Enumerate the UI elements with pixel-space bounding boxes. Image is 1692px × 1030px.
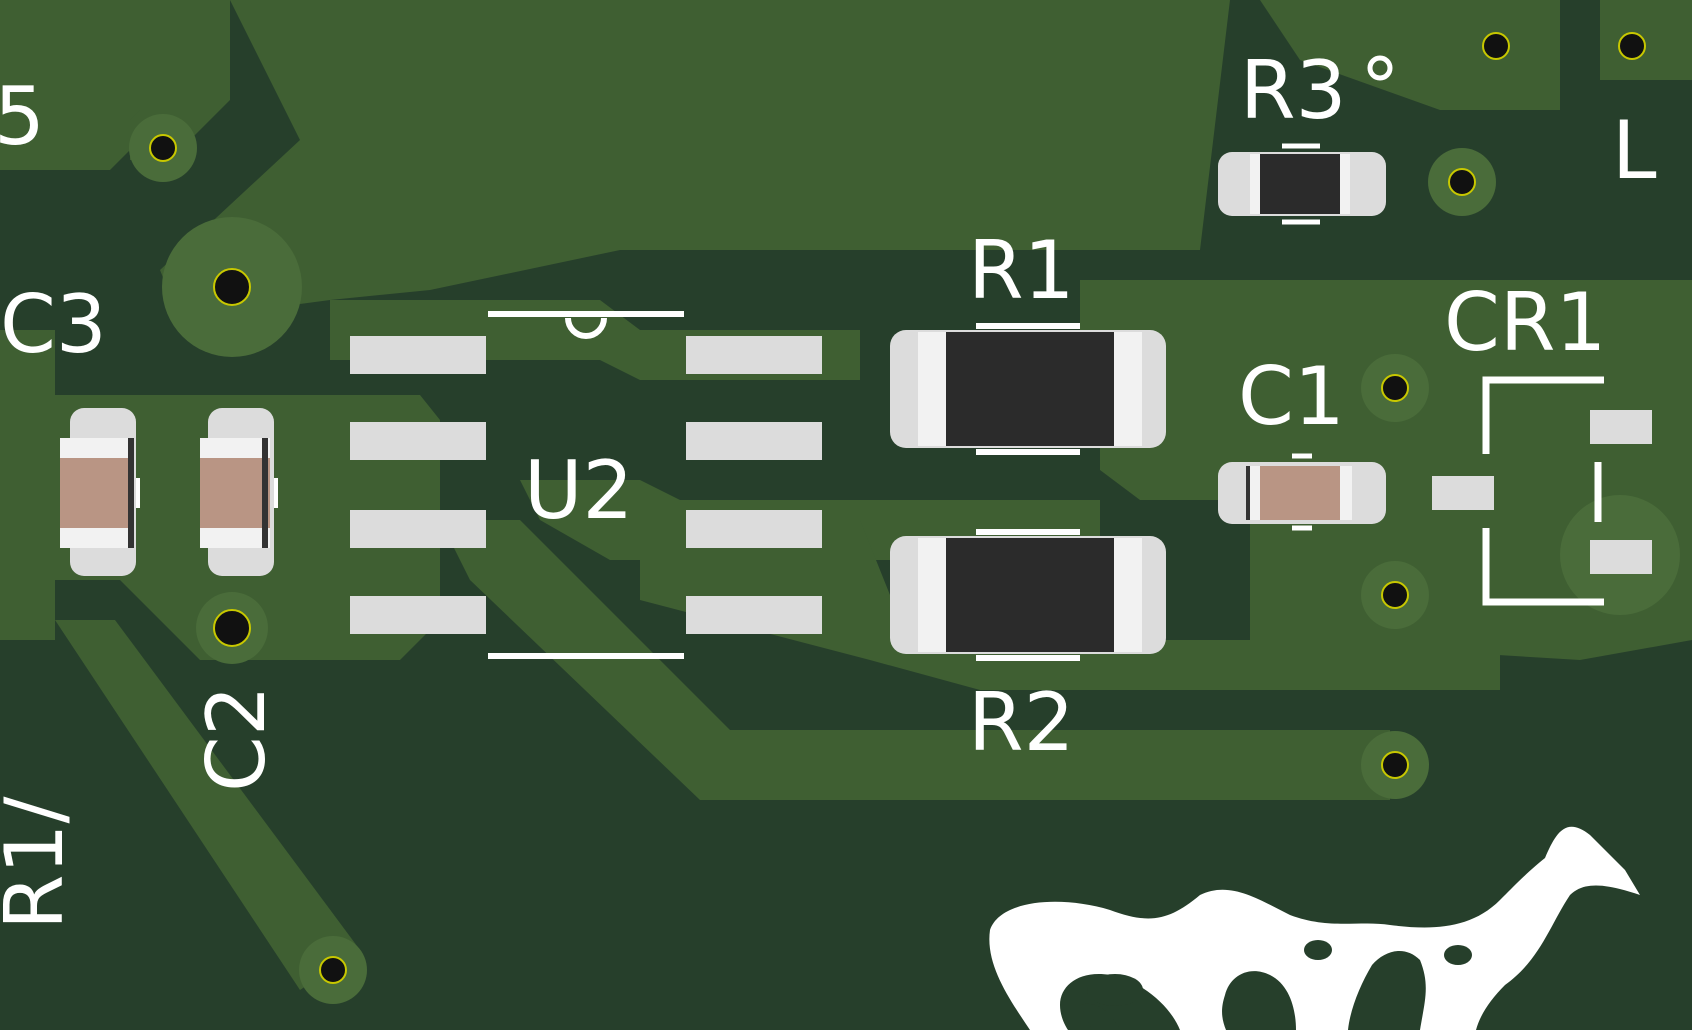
cr1-pad (1590, 540, 1652, 574)
via (213, 268, 251, 306)
u2-pad (686, 422, 822, 460)
via (1381, 751, 1409, 779)
via (149, 134, 177, 162)
via (213, 609, 251, 647)
label-u2: U2 (524, 444, 633, 537)
ic-u2[interactable] (350, 311, 822, 659)
capacitor-c2[interactable] (200, 408, 278, 576)
via (1381, 374, 1409, 402)
via (1482, 32, 1510, 60)
resistor-r1[interactable] (890, 323, 1166, 455)
u2-pad (686, 336, 822, 374)
via (1381, 581, 1409, 609)
vias (149, 32, 1646, 984)
label-c3: C3 (0, 278, 107, 371)
capacitor-c3[interactable] (60, 408, 140, 576)
u2-pad (350, 336, 486, 374)
u2-pad (350, 422, 486, 460)
capacitor-c1[interactable] (1218, 453, 1386, 531)
label-cr1: CR1 (1444, 276, 1606, 369)
cr1-pad (1432, 476, 1494, 510)
via (319, 956, 347, 984)
cr1-pad (1590, 410, 1652, 444)
resistor-r3[interactable] (1218, 143, 1386, 225)
u2-pad (350, 596, 486, 634)
via (1618, 32, 1646, 60)
label-c1: C1 (1238, 350, 1345, 443)
resistor-r2[interactable] (890, 529, 1166, 661)
label-r3: R3 (1240, 44, 1346, 137)
diode-cr1[interactable] (1432, 376, 1652, 606)
copper-traces (0, 0, 1692, 990)
u2-pad (350, 510, 486, 548)
label-partial-right-top: L (1612, 104, 1657, 197)
label-r1: R1 (968, 224, 1074, 317)
label-partial-left-bottom: R1/ (0, 797, 81, 930)
label-r2: R2 (968, 676, 1074, 769)
label-partial-left-top: 5 (0, 70, 45, 163)
u2-pad (686, 596, 822, 634)
label-c2: C2 (190, 685, 283, 792)
via (1448, 168, 1476, 196)
r3-pin1-marker (1367, 55, 1393, 81)
u2-pad (686, 510, 822, 548)
silkscreen-logo-graphic (989, 826, 1640, 1030)
